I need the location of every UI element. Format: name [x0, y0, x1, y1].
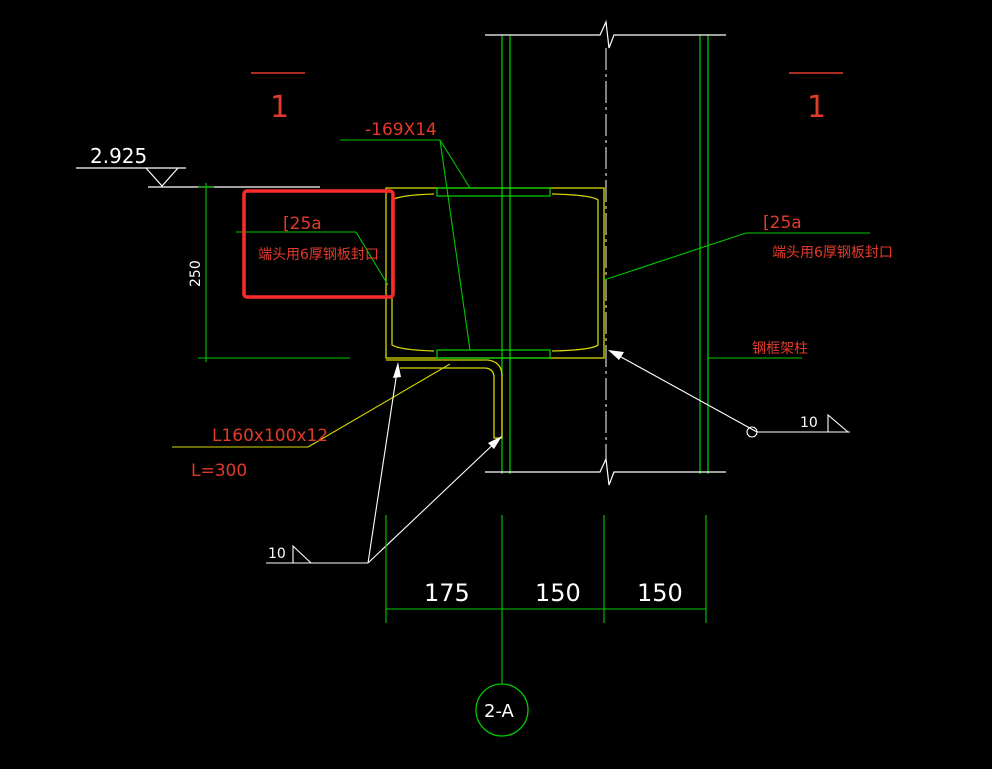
weld-left-label: 10 [268, 546, 286, 562]
elevation-mark [76, 167, 320, 188]
weld-left-arrow-1 [393, 362, 401, 378]
channel-right-note: 端头用6厚钢板封口 [772, 245, 893, 261]
column-break-top [485, 19, 726, 49]
channel-section [385, 187, 605, 359]
weld-right-arrow [608, 350, 624, 360]
plate-leader [340, 139, 471, 351]
angle-size-label: L160x100x12 [212, 426, 328, 446]
weld-symbol-left [266, 364, 501, 564]
channel-left-size: [25a [283, 214, 322, 234]
channel-right-size: [25a [763, 213, 802, 233]
angle-leader [172, 363, 451, 448]
section-mark-left: 1 [251, 72, 305, 125]
dimension-2: 150 [535, 579, 581, 607]
section-mark-right-label: 1 [807, 90, 826, 125]
steel-column [501, 35, 709, 474]
elevation-label: 2.925 [90, 144, 147, 168]
section-mark-right: 1 [789, 72, 843, 125]
grid-axis-bubble [475, 683, 529, 737]
bottom-plate [436, 349, 551, 359]
section-mark-left-label: 1 [270, 90, 289, 125]
column-break-bottom [485, 456, 726, 486]
column-label: 钢框架柱 [752, 341, 808, 357]
angle-length-label: L=300 [191, 461, 247, 481]
channel-right-leader [603, 232, 870, 281]
plate-label: -169X14 [365, 120, 437, 140]
dimension-1: 175 [424, 579, 470, 607]
angle-section [386, 359, 503, 439]
dimension-3: 150 [637, 579, 683, 607]
weld-symbol-right [611, 351, 850, 438]
grid-axis-label: 2-A [484, 701, 515, 722]
weld-left-arrow-2 [488, 436, 502, 449]
channel-left-leader [236, 231, 389, 286]
top-plate [436, 187, 551, 197]
height-dimension-label: 250 [188, 260, 204, 287]
height-dimension [198, 183, 350, 362]
bottom-dimension-lines [385, 515, 707, 623]
weld-right-label: 10 [800, 415, 818, 431]
highlight-box [242, 189, 395, 299]
channel-left-note: 端头用6厚钢板封口 [258, 247, 379, 263]
